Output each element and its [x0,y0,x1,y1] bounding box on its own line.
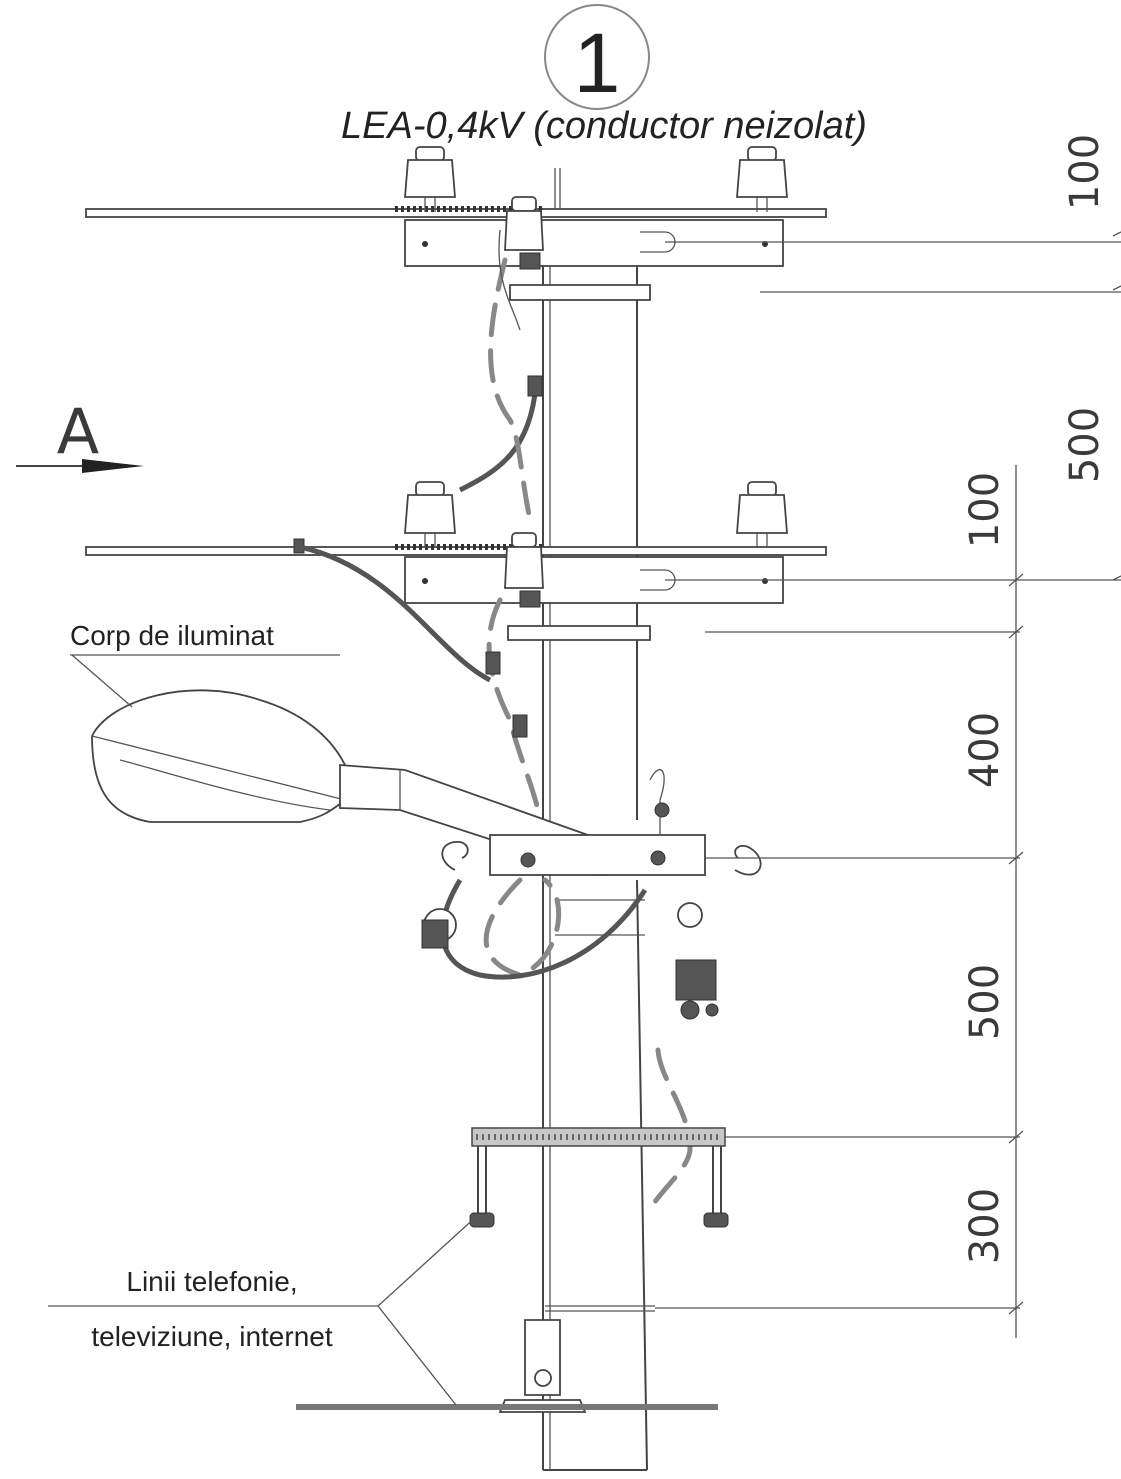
callout-luminaire: Corp de iluminat [70,620,340,708]
telecom-bracket [469,1127,1020,1228]
band-clamp-middle [507,625,651,641]
insulator-top-left [404,146,456,212]
cable-upper [458,384,539,493]
suspension-clamp [296,1305,1020,1413]
insulator-middle-center [504,532,544,608]
band-clamp-top [509,284,651,301]
dimension-lines [1008,231,1121,1338]
insulator-middle-right [736,481,788,548]
dimension-inner-400: 400 [962,712,1008,788]
crossarm-middle [85,538,1121,604]
view-arrow-label: A [57,395,99,468]
dimension-outer-100: 100 [1062,134,1108,210]
crossarm-top [85,168,1121,267]
dashed-cable-middle [486,597,543,823]
callout-telecom: Linii telefonie, televiziune, internet [48,1214,479,1406]
dashed-cable-upper [488,257,533,523]
view-arrow: A [16,395,144,473]
diagram-title: LEA-0,4kV (conductor neizolat) [341,105,867,147]
cable-clip [527,375,543,397]
cable-clip [512,714,528,738]
telecom-label-line1: Linii telefonie, [126,1266,297,1297]
dimension-inner-500: 500 [962,964,1008,1040]
junction-assembly [421,877,719,1213]
insulator-top-right [736,146,788,212]
detail-marker: 1 [544,4,650,110]
cable-clip [485,651,501,675]
dimension-inner-100: 100 [962,472,1008,548]
cable-middle [299,544,492,683]
luminaire-bracket [441,768,1020,876]
luminaire-label: Corp de iluminat [70,620,274,651]
dimension-inner-300: 300 [962,1188,1008,1264]
insulator-middle-left [404,481,456,548]
detail-marker-number: 1 [574,16,621,110]
insulator-top-center [504,196,544,270]
dimension-outer-500: 500 [1062,407,1108,483]
telecom-label-line2: televiziune, internet [91,1321,332,1352]
